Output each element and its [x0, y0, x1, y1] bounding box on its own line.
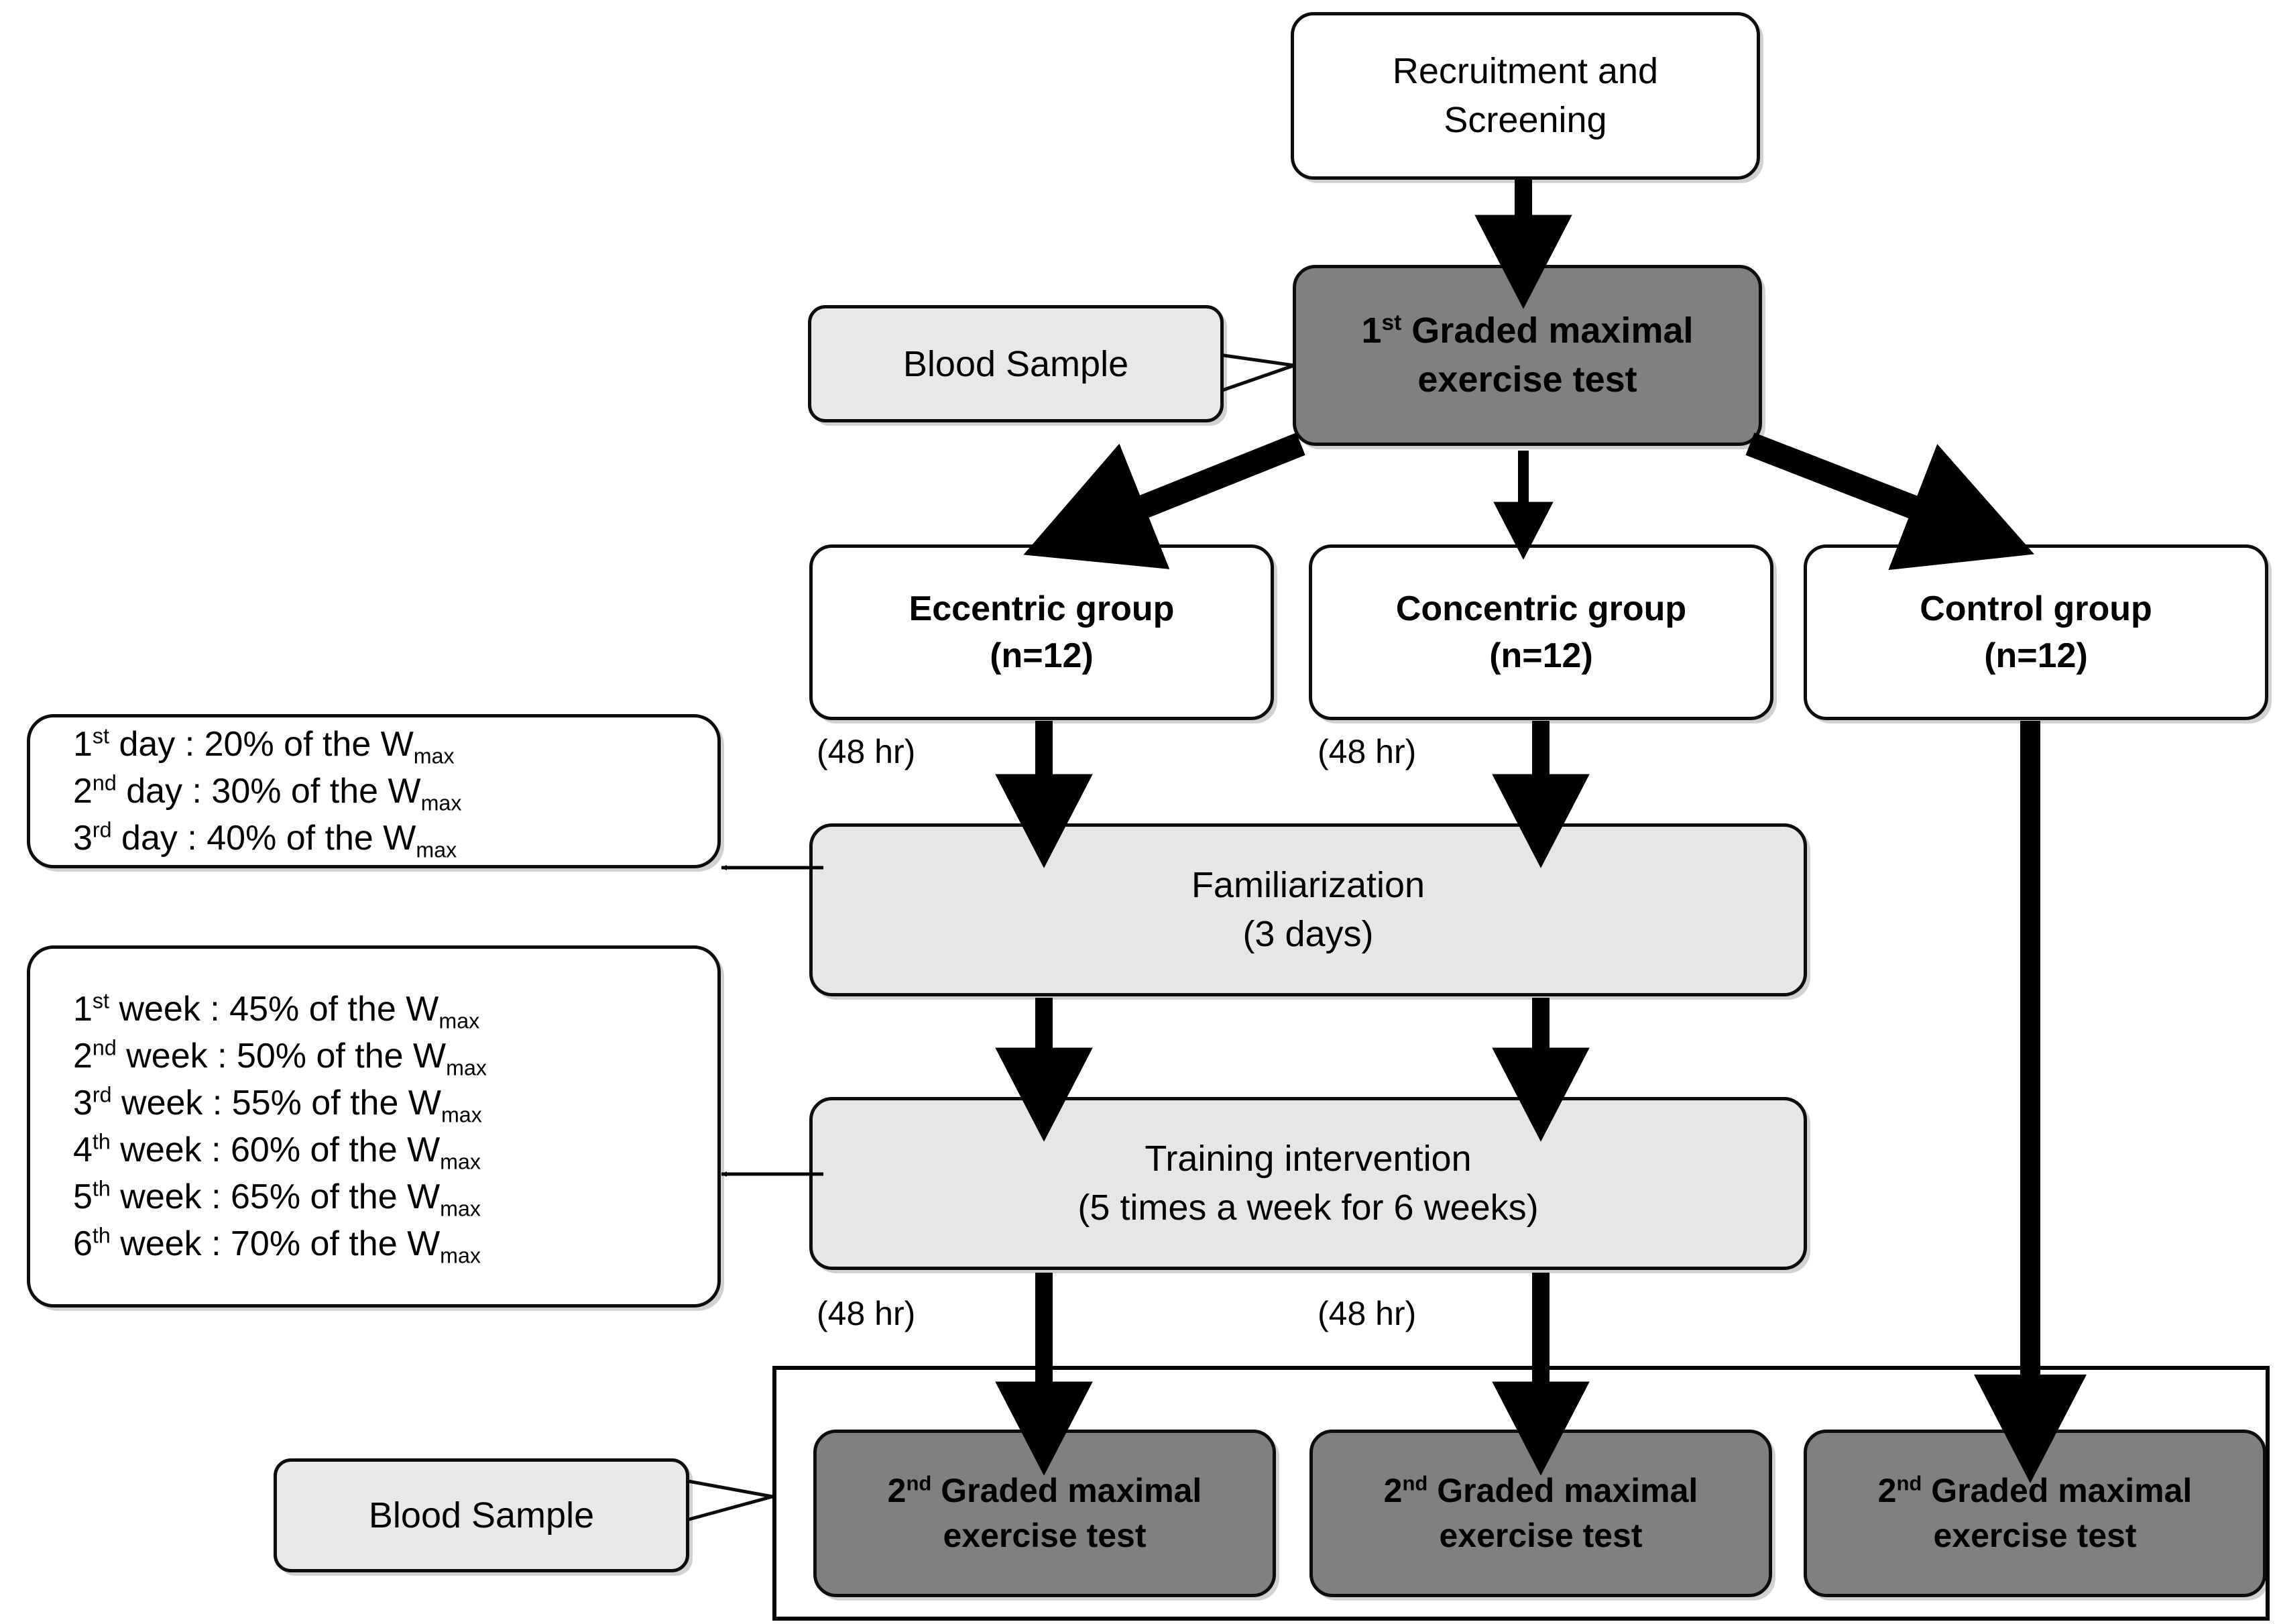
- training-schedule-row-5: 5th week : 65% of the Wmax: [73, 1176, 481, 1221]
- training-line-1: Training intervention: [1145, 1139, 1472, 1179]
- second-test-con-line-2: exercise test: [1439, 1517, 1643, 1554]
- second-test-con-line-1: 2nd Graded maximal: [1383, 1470, 1698, 1509]
- second-test-ctrl-line-1: 2nd Graded maximal: [1877, 1470, 2193, 1509]
- first-test-line-1: 1st Graded maximal: [1361, 310, 1694, 351]
- arrow-first-test-to-eccentric: [1023, 432, 1305, 569]
- training-schedule-row-4: 4th week : 60% of the Wmax: [73, 1129, 481, 1174]
- second-test-ecc-line-2: exercise test: [943, 1517, 1147, 1554]
- node-training-intervention[interactable]: Training intervention (5 times a week fo…: [809, 1097, 1807, 1270]
- control-line-1: Control group: [1920, 589, 2152, 628]
- label-48hr-eccentric-second-test: (48 hr): [817, 1295, 916, 1332]
- callout-tail-blood-sample-bottom: [675, 1476, 773, 1523]
- node-eccentric-group[interactable]: Eccentric group (n=12): [809, 544, 1274, 720]
- familiarization-schedule-row-2: 2nd day : 30% of the Wmax: [73, 770, 462, 815]
- concentric-line-2: (n=12): [1489, 636, 1593, 675]
- familiarization-line-1: Familiarization: [1191, 865, 1425, 906]
- node-recruitment-and-screening[interactable]: Recruitment and Screening: [1291, 12, 1760, 180]
- recruitment-line-1: Recruitment and: [1392, 51, 1659, 92]
- node-second-graded-maximal-exercise-test-concentric[interactable]: 2nd Graded maximal exercise test: [1309, 1430, 1772, 1597]
- node-concentric-group[interactable]: Concentric group (n=12): [1309, 544, 1773, 720]
- training-schedule-row-2: 2nd week : 50% of the Wmax: [73, 1035, 487, 1080]
- arrow-first-test-to-control: [1745, 432, 2034, 571]
- training-schedule-row-1: 1st week : 45% of the Wmax: [73, 988, 480, 1033]
- callout-blood-sample-top[interactable]: Blood Sample: [808, 305, 1224, 422]
- blood-sample-bottom-label: Blood Sample: [274, 1458, 689, 1572]
- annotation-training-schedule: 1st week : 45% of the Wmax 2nd week : 50…: [27, 945, 721, 1308]
- node-second-graded-maximal-exercise-test-eccentric[interactable]: 2nd Graded maximal exercise test: [813, 1430, 1276, 1597]
- first-test-line-2: exercise test: [1417, 359, 1637, 400]
- second-test-group-frame: [772, 1366, 2270, 1621]
- label-48hr-eccentric-familiarization: (48 hr): [817, 733, 916, 770]
- familiarization-schedule-row-1: 1st day : 20% of the Wmax: [73, 723, 455, 768]
- familiarization-line-2: (3 days): [1242, 914, 1374, 954]
- annotation-familiarization-schedule: 1st day : 20% of the Wmax 2nd day : 30% …: [27, 714, 721, 868]
- node-familiarization[interactable]: Familiarization (3 days): [809, 823, 1807, 996]
- blood-sample-top-label: Blood Sample: [808, 305, 1224, 422]
- second-test-ecc-line-1: 2nd Graded maximal: [887, 1470, 1202, 1509]
- label-48hr-concentric-second-test: (48 hr): [1318, 1295, 1417, 1332]
- second-test-ctrl-line-2: exercise test: [1933, 1517, 2137, 1554]
- concentric-line-1: Concentric group: [1395, 589, 1687, 628]
- recruitment-line-2: Screening: [1444, 100, 1607, 140]
- training-line-2: (5 times a week for 6 weeks): [1077, 1187, 1539, 1228]
- node-second-graded-maximal-exercise-test-control[interactable]: 2nd Graded maximal exercise test: [1804, 1430, 2266, 1597]
- node-first-graded-maximal-exercise-test[interactable]: 1st Graded maximal exercise test: [1293, 265, 1762, 446]
- node-control-group[interactable]: Control group (n=12): [1804, 544, 2268, 720]
- familiarization-schedule-row-3: 3rd day : 40% of the Wmax: [73, 817, 457, 862]
- control-line-2: (n=12): [1984, 636, 2088, 675]
- callout-blood-sample-bottom[interactable]: Blood Sample: [274, 1458, 689, 1572]
- eccentric-line-1: Eccentric group: [909, 589, 1175, 628]
- label-48hr-concentric-familiarization: (48 hr): [1318, 733, 1417, 770]
- training-schedule-row-6: 6th week : 70% of the Wmax: [73, 1223, 481, 1268]
- training-schedule-row-3: 3rd week : 55% of the Wmax: [73, 1082, 482, 1127]
- eccentric-line-2: (n=12): [990, 636, 1094, 675]
